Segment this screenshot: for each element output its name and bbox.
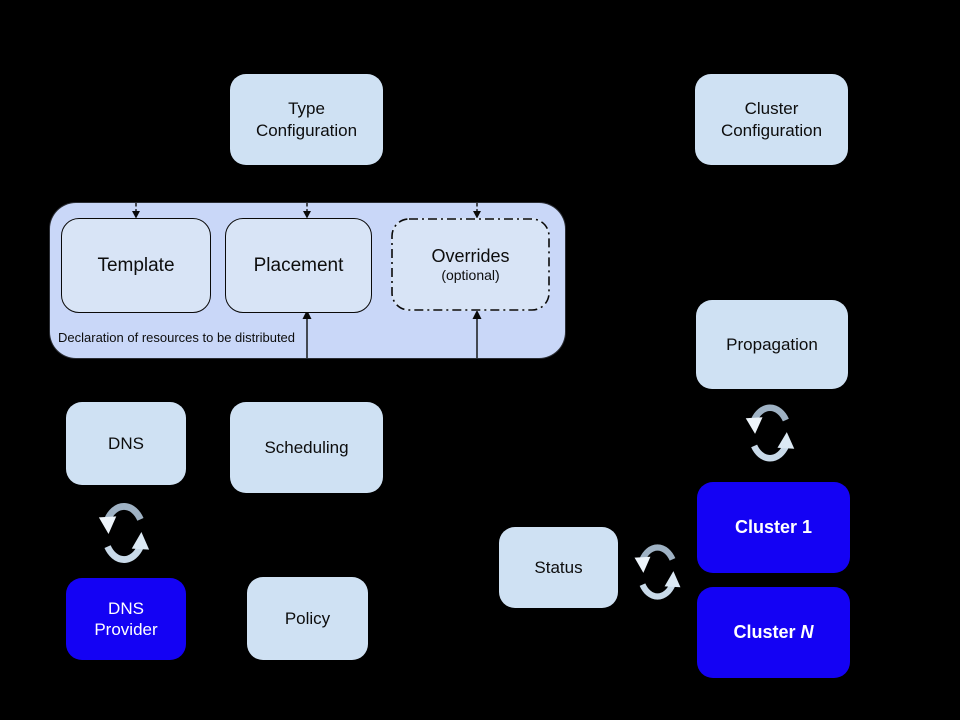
node-label: Type — [288, 99, 325, 119]
node-placement: Placement — [225, 218, 372, 313]
resource-declaration-group: Template Placement Overrides (optional) … — [50, 203, 565, 358]
node-propagation: Propagation — [696, 300, 848, 389]
node-label: Propagation — [726, 334, 818, 354]
group-caption: Declaration of resources to be distribut… — [58, 330, 296, 345]
sync-icon — [742, 396, 798, 470]
node-label: Policy — [284, 608, 331, 628]
node-label: Scheduling — [264, 437, 349, 457]
node-label: DNS — [108, 433, 144, 453]
node-label: Configuration — [255, 120, 358, 140]
node-label: Provider — [94, 620, 158, 639]
sync-icon — [631, 536, 684, 608]
node-label: Configuration — [720, 120, 823, 140]
node-type-configuration: Type Configuration — [230, 74, 383, 165]
node-overrides: Overrides (optional) — [391, 218, 550, 311]
node-dns-provider: DNS Provider — [66, 578, 186, 660]
node-cluster-configuration: Cluster Configuration — [695, 74, 848, 165]
node-label: Overrides — [431, 246, 510, 267]
node-status: Status — [499, 527, 618, 608]
node-label: Status — [534, 557, 583, 577]
node-label: Template — [97, 254, 175, 276]
node-label: Cluster — [744, 99, 799, 119]
node-scheduling: Scheduling — [230, 402, 383, 493]
sync-icon — [95, 494, 153, 572]
node-policy: Policy — [247, 577, 368, 660]
node-label: Placement — [253, 254, 344, 276]
dash-dot-border — [391, 218, 550, 311]
node-label: DNS — [108, 598, 144, 618]
node-sublabel: (optional) — [441, 266, 500, 283]
node-dns: DNS — [66, 402, 186, 485]
node-template: Template — [61, 218, 211, 313]
